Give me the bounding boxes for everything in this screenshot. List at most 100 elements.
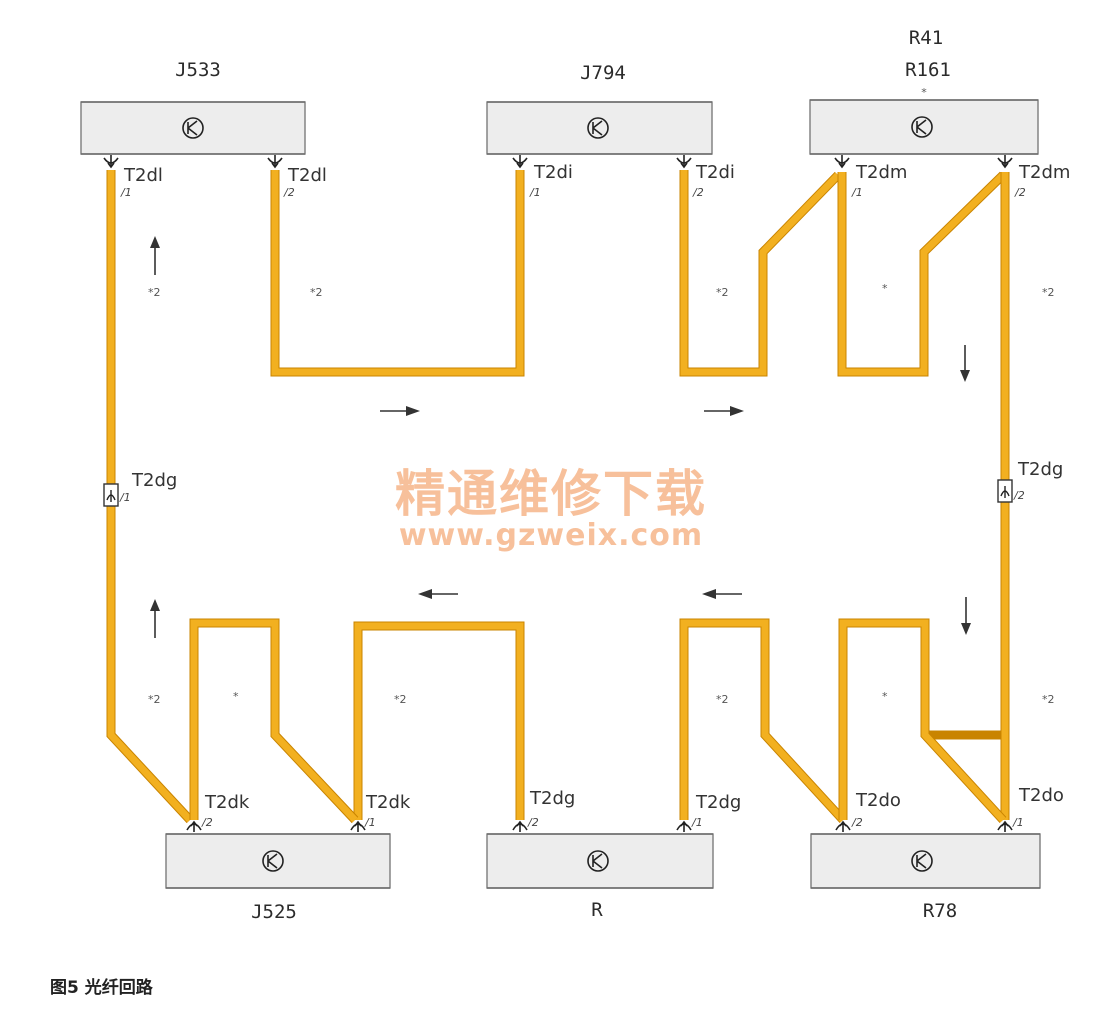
pin-label: /1 (1012, 816, 1024, 829)
module-j794: J794 (486, 62, 713, 155)
connector-plug-icon (835, 820, 851, 832)
fiber-r78-to-r (680, 619, 846, 823)
watermark-text: 精通维修下载 (395, 465, 707, 523)
fiber-r41-internal (838, 172, 1006, 376)
note-mark: * (882, 282, 888, 295)
pin-label: /2 (1013, 489, 1025, 502)
pin-label: /1 (120, 186, 132, 199)
note-mark: * (882, 690, 888, 703)
note-mark: *2 (148, 693, 161, 706)
inline-connector-left: T2dg /1 (103, 470, 177, 507)
fiber-routes (106, 170, 1010, 824)
connector-plug-icon (676, 155, 692, 169)
module-r: R (486, 833, 714, 921)
module-label: R161 (905, 59, 951, 81)
connector-plug-icon (834, 155, 850, 169)
pin-label: /1 (851, 186, 863, 199)
module-label: J525 (251, 901, 297, 923)
pin-label: /1 (691, 816, 703, 829)
pin-label: /2 (283, 186, 295, 199)
footnote-marks: *2 *2 *2 * *2 *2 * *2 *2 * *2 (148, 282, 1055, 706)
note-mark: *2 (148, 286, 161, 299)
note-mark: *2 (1042, 693, 1055, 706)
pin-label: /2 (1014, 186, 1026, 199)
pin-label: /1 (364, 816, 376, 829)
module-label: R41 (909, 27, 943, 49)
note-mark: * (233, 690, 239, 703)
arrow-left-icon (418, 589, 458, 599)
flow-arrows (150, 236, 971, 638)
connector-labels-bottom: T2dk /2 T2dk /1 T2dg /2 T2dg /1 T2do /2 … (201, 785, 1064, 829)
connector-plug-icon (997, 155, 1013, 169)
fiber-j533-to-j794 (271, 170, 524, 376)
pin-label: /2 (527, 816, 539, 829)
arrow-up-icon (150, 236, 160, 275)
pin-label: /1 (529, 186, 541, 199)
fiber-j525-to-j533 (107, 170, 193, 823)
connector-symbols-top (103, 155, 1013, 169)
arrow-right-icon (704, 406, 744, 416)
module-j525: J525 (165, 833, 391, 923)
module-r78: R78 (810, 833, 1041, 922)
arrow-down-icon (961, 597, 971, 635)
note-mark: *2 (716, 693, 729, 706)
optical-transceiver-icon (911, 850, 933, 872)
module-note-mark: * (921, 86, 927, 99)
connector-label: T2do (855, 790, 901, 811)
fiber-j525-internal (190, 619, 358, 823)
pin-label: /2 (692, 186, 704, 199)
connector-label: T2dg (695, 792, 741, 813)
connector-label: T2dl (123, 165, 163, 186)
arrow-down-icon (960, 345, 970, 382)
connector-label: T2dg (1017, 459, 1063, 480)
note-mark: *2 (310, 286, 323, 299)
fiber-r-to-j525 (354, 622, 524, 820)
module-r41: R41 R161 * (809, 27, 1039, 155)
connector-plug-icon (512, 155, 528, 169)
pin-label: /2 (201, 816, 213, 829)
fiber-r78-internal (839, 619, 1006, 823)
arrow-left-icon (702, 589, 742, 599)
watermark-url: www.gzweix.com (399, 518, 703, 553)
connector-label: T2dm (855, 162, 907, 183)
connector-plug-icon (997, 820, 1013, 832)
arrow-up-icon (150, 599, 160, 638)
optical-transceiver-icon (587, 117, 609, 139)
optical-transceiver-icon (587, 850, 609, 872)
connector-label: T2dk (365, 792, 411, 813)
connector-label: T2dg (131, 470, 177, 491)
connector-label: T2di (695, 162, 735, 183)
connector-plug-icon (512, 820, 528, 832)
connector-plug-icon (103, 155, 119, 169)
connector-label: T2dm (1018, 162, 1070, 183)
module-j533: J533 (80, 59, 306, 155)
watermark: 精通维修下载 www.gzweix.com (395, 465, 707, 553)
connector-plug-icon (186, 820, 202, 832)
module-label: R (591, 899, 603, 921)
connector-plug-icon (267, 155, 283, 169)
figure-caption: 图5 光纤回路 (50, 977, 154, 998)
connector-label: T2di (533, 162, 573, 183)
arrow-right-icon (380, 406, 420, 416)
optical-transceiver-icon (262, 850, 284, 872)
pin-label: /2 (851, 816, 863, 829)
connector-label: T2dk (204, 792, 250, 813)
module-label: R78 (923, 900, 957, 922)
inline-connector-right: T2dg /2 (997, 459, 1063, 503)
optical-transceiver-icon (911, 116, 933, 138)
pin-label: /1 (119, 491, 131, 504)
note-mark: *2 (716, 286, 729, 299)
connector-labels-top: T2dl /1 T2dl /2 T2di /1 T2di /2 T2dm /1 … (120, 162, 1070, 199)
connector-plug-icon (676, 820, 692, 832)
connector-label: T2dg (529, 788, 575, 809)
connector-label: T2dl (287, 165, 327, 186)
note-mark: *2 (1042, 286, 1055, 299)
optical-transceiver-icon (182, 117, 204, 139)
module-label: J533 (175, 59, 221, 81)
connector-label: T2do (1018, 785, 1064, 806)
connector-symbols-bottom (186, 820, 1013, 832)
module-label: J794 (580, 62, 626, 84)
fiber-j794-to-r41 (680, 170, 841, 376)
note-mark: *2 (394, 693, 407, 706)
